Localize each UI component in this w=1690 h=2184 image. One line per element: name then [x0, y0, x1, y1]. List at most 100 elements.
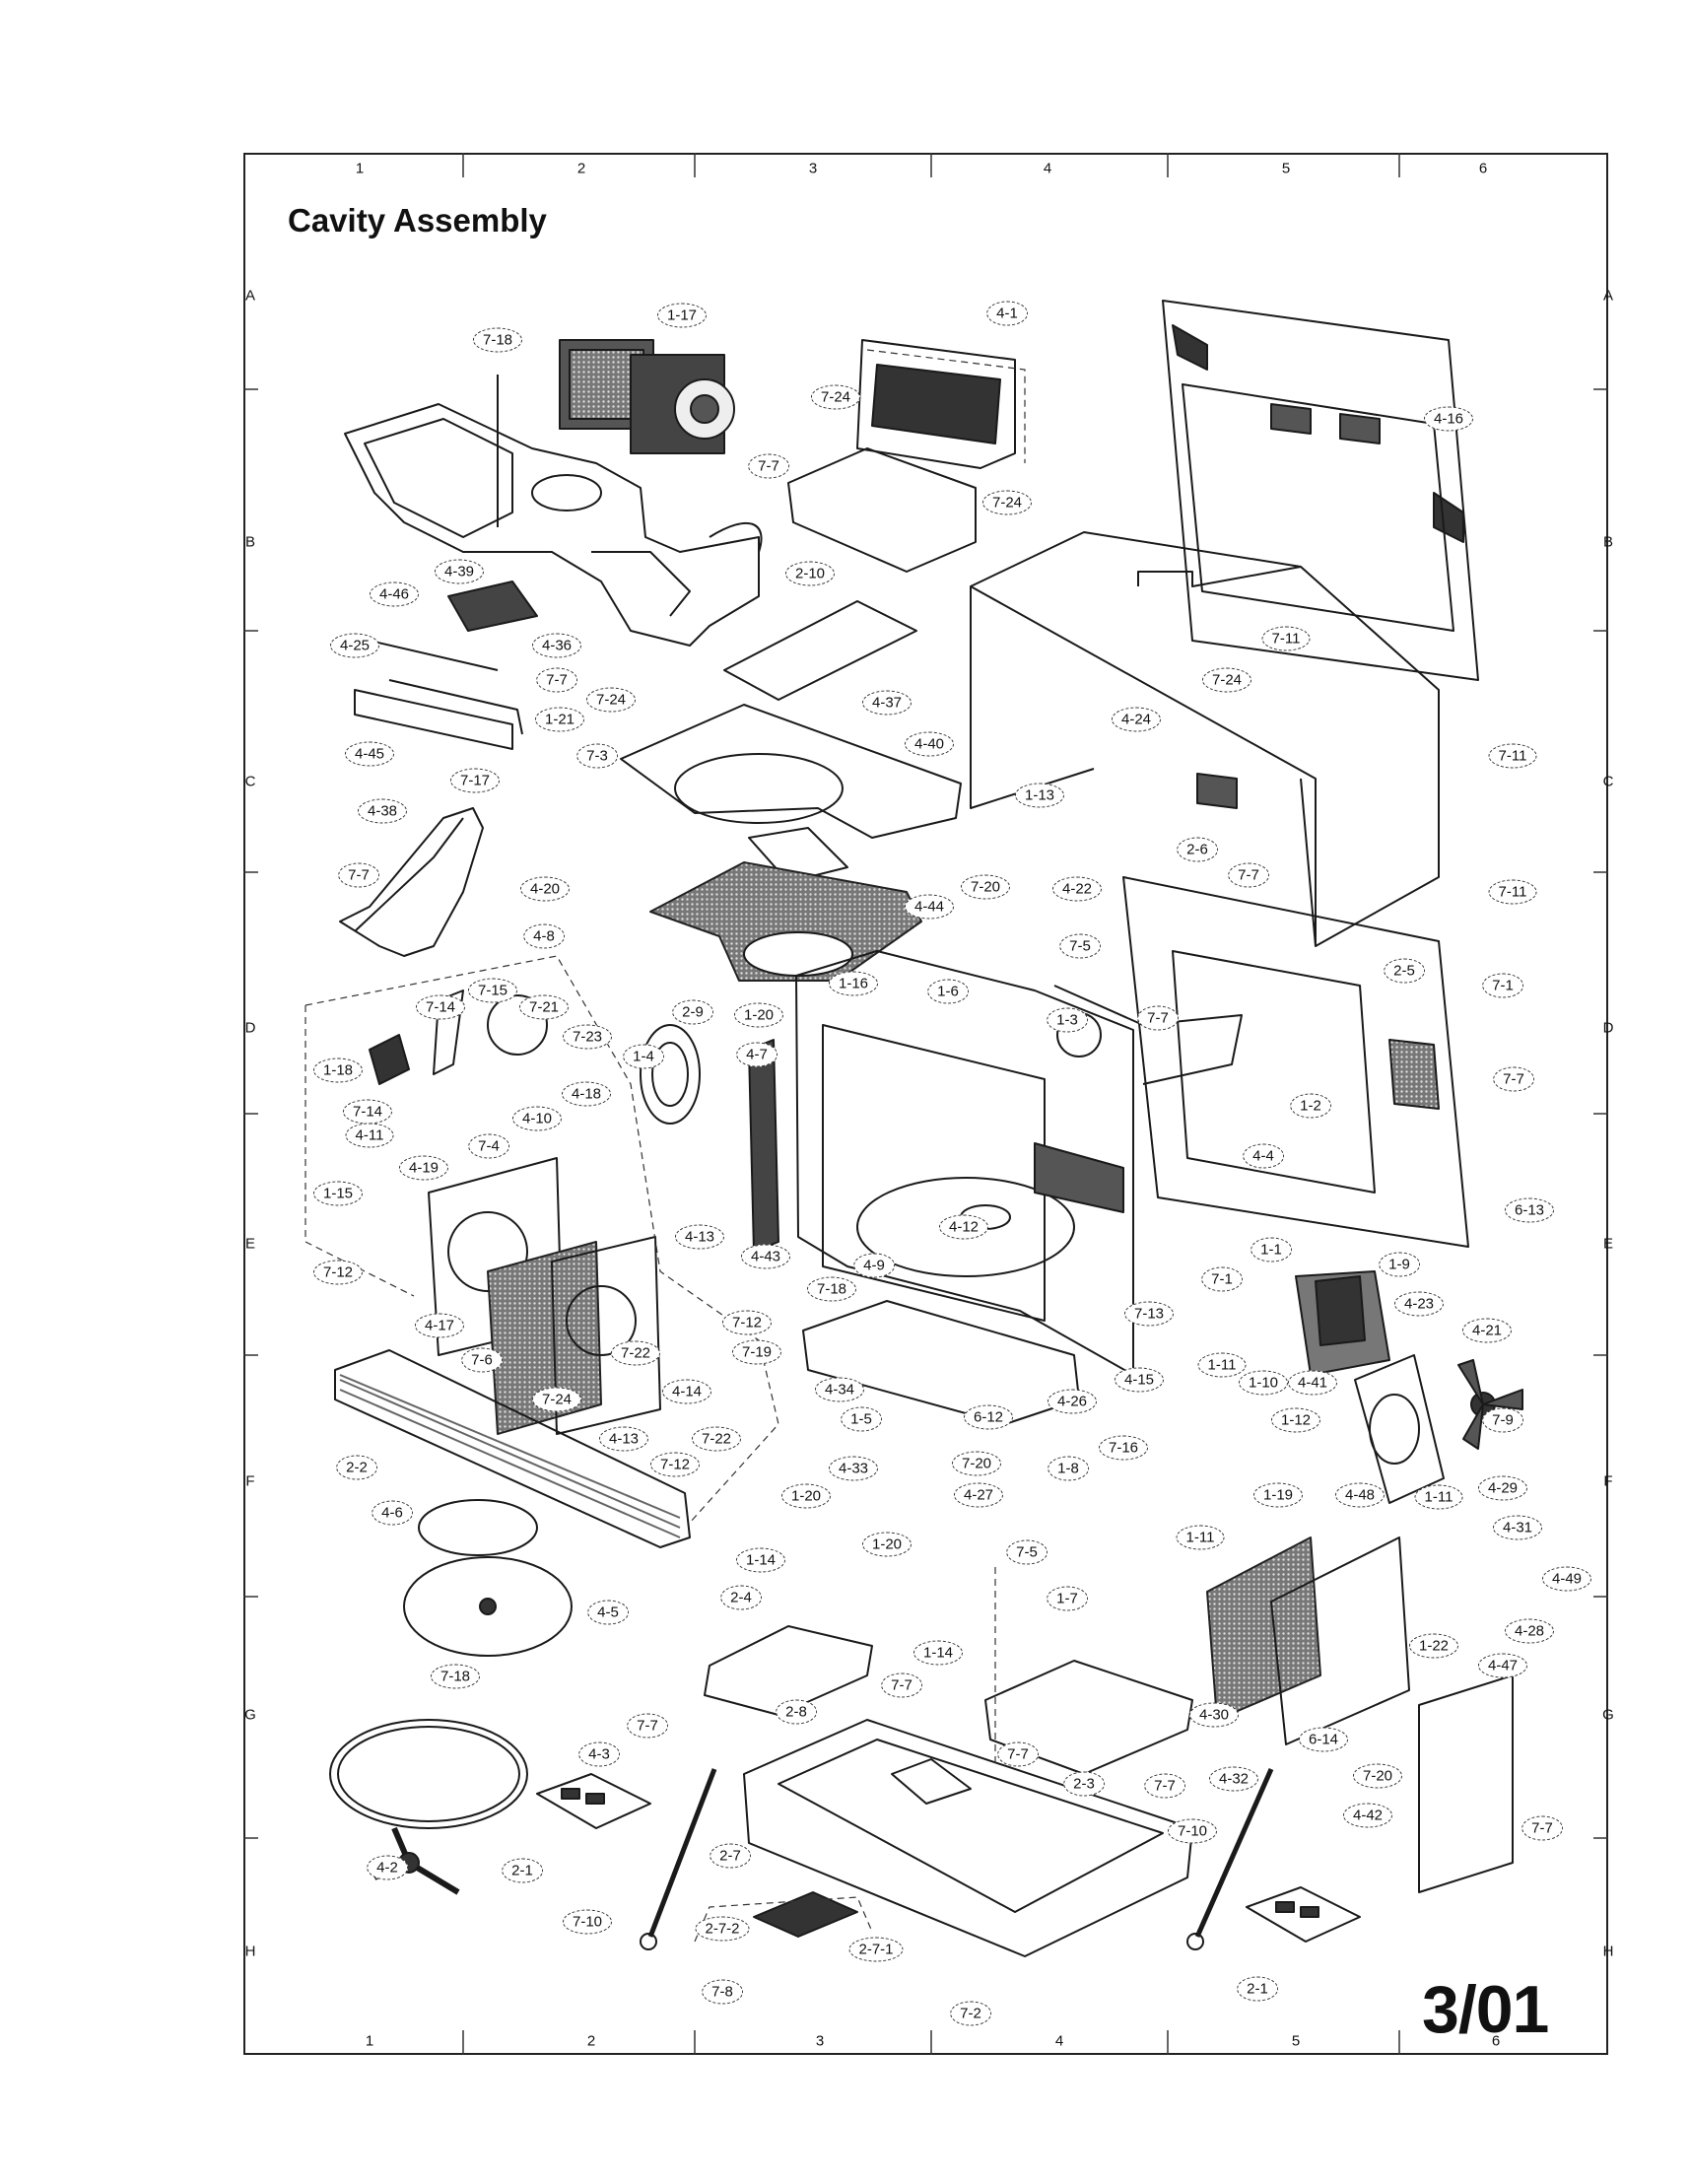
row-label-left: D [244, 1019, 256, 1037]
part-callout: 4-22 [1051, 876, 1103, 902]
column-label-bottom: 1 [365, 2032, 374, 2050]
part-callout: 7-11 [1488, 743, 1537, 769]
part-callout: 7-12 [721, 1310, 773, 1335]
part-callout: 2-1 [502, 1858, 543, 1883]
part-callout: 2-3 [1063, 1771, 1105, 1797]
part-callout: 4-4 [1243, 1143, 1284, 1169]
row-label-right: F [1603, 1472, 1613, 1490]
lamp-bracket-part [704, 1625, 873, 1716]
part-callout: 4-23 [1393, 1291, 1445, 1317]
rod-part [1194, 1767, 1274, 1939]
column-label-bottom: 6 [1491, 2032, 1501, 2050]
part-callout: 7-3 [576, 743, 618, 769]
fan-motor-part [559, 339, 735, 454]
column-label-bottom: 5 [1291, 2032, 1301, 2050]
part-callout: 7-18 [472, 327, 523, 353]
part-callout: 7-15 [467, 978, 518, 1003]
part-callout: 7-7 [338, 862, 379, 888]
part-callout: 7-17 [449, 768, 501, 793]
part-callout: 7-4 [468, 1133, 509, 1159]
part-callout: 7-24 [1201, 667, 1252, 693]
part-callout: 4-37 [861, 690, 913, 716]
part-callout: 1-10 [1238, 1370, 1289, 1396]
row-label-right: D [1602, 1019, 1614, 1037]
part-callout: 4-24 [1111, 707, 1162, 732]
column-label-top: 4 [1043, 160, 1052, 177]
part-callout: 4-25 [329, 633, 380, 658]
control-board-part [1270, 1536, 1410, 1745]
part-callout: 2-7 [710, 1843, 751, 1869]
part-callout: 1-20 [780, 1483, 832, 1509]
part-callout: 4-2 [367, 1855, 408, 1880]
air-guide-part [339, 807, 484, 957]
part-callout: 1-19 [1252, 1482, 1304, 1508]
part-callout: 1-17 [656, 303, 708, 328]
part-callout: 4-48 [1334, 1482, 1386, 1508]
part-callout: 7-22 [610, 1340, 661, 1366]
part-callout: 2-1 [1237, 1976, 1278, 2002]
part-callout: 1-13 [1014, 783, 1065, 808]
cooling-fan-part [1354, 1354, 1523, 1504]
part-callout: 7-5 [1006, 1539, 1048, 1565]
part-callout: 4-16 [1423, 406, 1474, 432]
part-callout: 7-12 [649, 1452, 701, 1477]
row-label-left: H [244, 1943, 256, 1960]
part-callout: 1-11 [1176, 1525, 1225, 1550]
row-label-right: E [1602, 1235, 1614, 1253]
part-callout: 4-8 [523, 923, 565, 949]
part-callout: 1-7 [1047, 1586, 1088, 1611]
roller-part [418, 1499, 538, 1556]
part-callout: 2-7-1 [848, 1937, 904, 1962]
part-callout: 7-7 [1521, 1815, 1563, 1841]
part-callout: 4-36 [531, 633, 582, 658]
part-callout: 2-9 [672, 999, 713, 1025]
column-label-top: 1 [355, 160, 365, 177]
part-callout: 4-39 [434, 559, 485, 584]
part-callout: 1-11 [1197, 1352, 1247, 1378]
transformer-part [1295, 1270, 1390, 1376]
part-callout: 7-13 [1123, 1301, 1175, 1327]
part-callout: 4-17 [414, 1313, 465, 1338]
column-label-bottom: 2 [586, 2032, 596, 2050]
rear-panel-part [1162, 300, 1479, 681]
small-plate-part [447, 580, 538, 632]
side-mesh-part [1206, 1536, 1321, 1721]
part-callout: 2-7-2 [695, 1916, 750, 1942]
part-callout: 4-46 [369, 581, 420, 607]
column-label-bottom: 3 [815, 2032, 825, 2050]
part-callout: 4-42 [1342, 1803, 1393, 1828]
part-callout: 4-29 [1477, 1475, 1528, 1501]
part-callout: 7-12 [312, 1260, 364, 1285]
part-callout: 1-8 [1048, 1456, 1089, 1481]
part-callout: 2-10 [784, 561, 836, 586]
part-callout: 7-20 [960, 874, 1011, 900]
seal-ring-part [329, 1719, 528, 1829]
column-label-top: 2 [576, 160, 586, 177]
part-callout: 1-21 [534, 707, 585, 732]
part-callout: 7-5 [1059, 933, 1101, 959]
row-label-right: A [1602, 287, 1614, 305]
part-callout: 4-3 [578, 1741, 620, 1767]
part-callout: 6-14 [1298, 1727, 1349, 1752]
part-callout: 1-6 [927, 979, 969, 1004]
part-callout: 4-47 [1477, 1653, 1528, 1678]
vent-frame-part [1418, 1674, 1514, 1893]
part-callout: 7-21 [518, 994, 570, 1020]
part-callout: 7-14 [342, 1099, 393, 1125]
row-label-right: G [1602, 1706, 1614, 1724]
part-callout: 7-7 [748, 453, 789, 479]
rod-part [647, 1768, 717, 1938]
top-filter-part [856, 339, 1016, 469]
duct-frame-part [344, 375, 763, 647]
mount-plate-part [787, 447, 977, 573]
part-callout: 1-3 [1047, 1007, 1088, 1033]
part-callout: 7-8 [702, 1979, 743, 2005]
column-label-top: 3 [808, 160, 818, 177]
column-label-top: 5 [1281, 160, 1291, 177]
part-callout: 4-27 [953, 1482, 1004, 1508]
part-callout: 4-13 [598, 1426, 649, 1452]
part-callout: 7-7 [1144, 1773, 1185, 1799]
part-callout: 1-5 [841, 1406, 882, 1432]
part-callout: 4-26 [1047, 1389, 1098, 1414]
